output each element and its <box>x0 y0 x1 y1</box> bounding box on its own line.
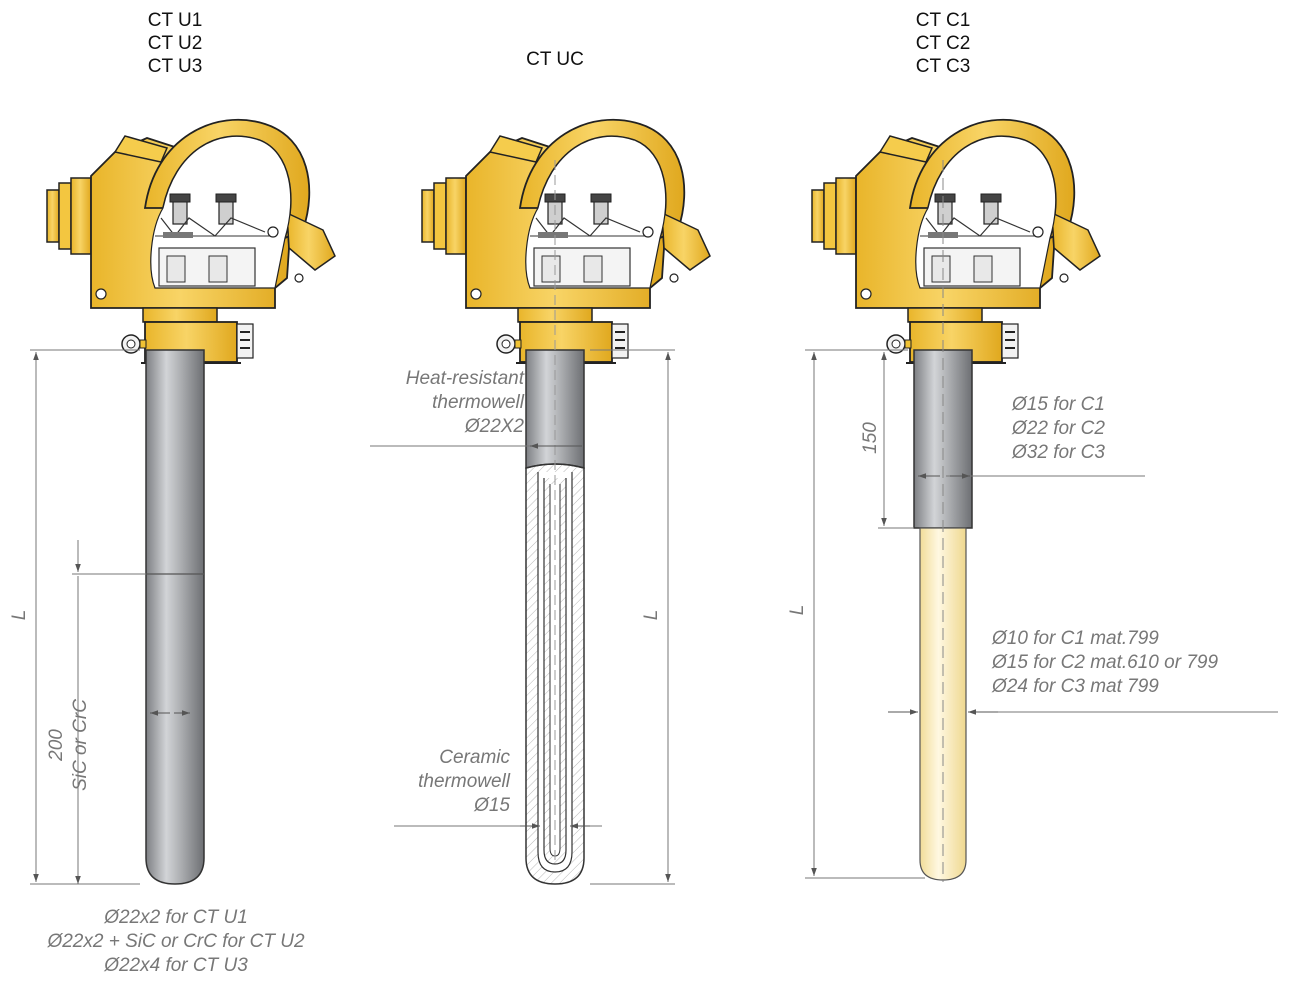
title-ct-u: CT U1 CT U2 CT U3 <box>125 9 225 78</box>
title-ct-uc-line-1: CT UC <box>526 49 584 70</box>
dim-u-section-label: 200 SiC or CrC <box>45 660 95 830</box>
assembly-ct-c <box>805 118 1278 882</box>
note-uc-outer-3: Ø22X2 <box>464 416 524 437</box>
note-u-diameter-1: Ø22x2 for CT U1 <box>104 907 248 928</box>
dim-uc-length-label: L <box>641 609 662 621</box>
note-c-inner-2: Ø15 for C2 mat.610 or 799 <box>992 652 1219 673</box>
assembly-ct-u <box>30 118 336 885</box>
assembly-ct-uc <box>370 118 711 885</box>
dim-u-section-material: SiC or CrC <box>70 699 91 791</box>
title-ct-uc: CT UC <box>505 48 605 71</box>
title-ct-c: CT C1 CT C2 CT C3 <box>893 9 993 78</box>
note-c-outer-2: Ø22 for C2 <box>1012 418 1105 439</box>
note-uc-inner-2: thermowell <box>418 771 510 792</box>
title-ct-u-line-2: CT U2 <box>147 33 203 54</box>
note-uc-inner: Ceramic thermowell Ø15 <box>388 746 510 818</box>
title-ct-c-line-2: CT C2 <box>915 33 971 54</box>
note-c-outer: Ø15 for C1 Ø22 for C2 Ø32 for C3 <box>1012 393 1172 465</box>
note-c-outer-3: Ø32 for C3 <box>1012 442 1105 463</box>
note-uc-outer-2: thermowell <box>432 392 524 413</box>
title-ct-c-line-3: CT C3 <box>915 56 971 77</box>
dim-u-section-value: 200 <box>46 729 67 761</box>
title-ct-u-line-1: CT U1 <box>147 10 203 31</box>
note-c-outer-1: Ø15 for C1 <box>1012 394 1105 415</box>
note-uc-inner-3: Ø15 <box>474 795 510 816</box>
note-u-diameter-3: Ø22x4 for CT U3 <box>104 955 248 976</box>
note-u-diameter-2: Ø22x2 + SiC or CrC for CT U2 <box>47 931 305 952</box>
dim-c-outer-length-label: 150 <box>860 422 881 454</box>
note-uc-inner-1: Ceramic <box>439 747 510 768</box>
title-ct-c-line-1: CT C1 <box>915 10 971 31</box>
title-ct-u-line-3: CT U3 <box>147 56 203 77</box>
note-c-inner-3: Ø24 for C3 mat 799 <box>992 676 1159 697</box>
note-uc-outer-1: Heat-resistant <box>405 368 524 389</box>
note-u-diameters: Ø22x2 for CT U1 Ø22x2 + SiC or CrC for C… <box>0 906 352 978</box>
note-c-inner: Ø10 for C1 mat.799 Ø15 for C2 mat.610 or… <box>992 627 1282 699</box>
dim-c-length-label: L <box>787 604 808 616</box>
note-c-inner-1: Ø10 for C1 mat.799 <box>992 628 1159 649</box>
dim-u-length-label: L <box>9 609 30 621</box>
note-uc-outer: Heat-resistant thermowell Ø22X2 <box>368 367 524 439</box>
